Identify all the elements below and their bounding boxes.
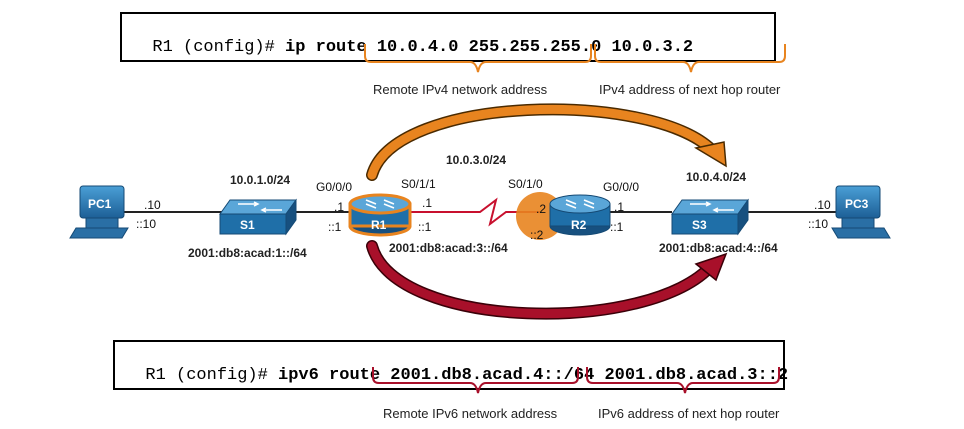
wan-ipv6-network: 2001:db8:acad:3::/64 [389,241,508,255]
r2-s-ipv4-host: .2 [536,202,547,216]
r2-label: R2 [571,218,587,232]
ipv4-nexthop-bracket [594,44,786,73]
lan4-ipv6-network: 2001:db8:acad:4::/64 [659,241,778,255]
switch-s3-icon [671,198,749,236]
ipv6-network-annotation: Remote IPv6 network address [383,406,558,421]
r1-s-ipv4-host: .1 [422,196,433,210]
r2-s-ipv6-host: ::2 [530,228,544,242]
pc3-label: PC3 [845,197,869,211]
r2-g-ipv4-host: .1 [614,200,625,214]
ipv4-network-bracket [364,44,592,73]
ipv4-nexthop-annotation: IPv4 address of next hop router [599,82,781,97]
pc1-icon [69,185,129,239]
r1-g-ipv6-host: ::1 [328,220,342,234]
ipv6-command-text: ipv6 route 2001.db8.acad.4::/64 2001.db8… [278,366,789,385]
ipv6-command-box: R1 (config)# ipv6 route 2001.db8.acad.4:… [113,340,789,390]
pc3-ipv6-host: ::10 [808,217,829,231]
pc1-ipv4-host: .10 [144,198,161,212]
pc3-ipv4-host: .10 [814,198,831,212]
lan4-ipv4-network: 10.0.4.0/24 [686,170,747,184]
ipv4-command-prompt: R1 (config)# [152,38,286,57]
switch-s1-icon [219,198,297,236]
ipv4-network-annotation: Remote IPv4 network address [373,82,548,97]
ipv4-route-arrow [366,103,727,181]
ipv6-network-bracket [372,367,579,394]
r1-g000-interface: G0/0/0 [316,180,353,194]
wan-ipv4-network: 10.0.3.0/24 [446,153,507,167]
router-r2-icon [549,194,611,236]
r1-label: R1 [371,218,387,232]
r1-s-ipv6-host: ::1 [418,220,432,234]
pc1-label: PC1 [88,197,112,211]
pc3-icon [831,185,891,239]
s1-label: S1 [240,218,255,232]
ipv6-route-arrow [366,240,728,320]
ipv6-nexthop-annotation: IPv6 address of next hop router [598,406,780,421]
r2-g-ipv6-host: ::1 [610,220,624,234]
ipv6-command-prompt: R1 (config)# [145,366,279,385]
s3-label: S3 [692,218,707,232]
r2-g000-interface: G0/0/0 [603,180,640,194]
r1-s011-interface: S0/1/1 [401,177,436,191]
router-r1-icon [348,193,412,237]
lan1-ipv6-network: 2001:db8:acad:1::/64 [188,246,307,260]
ipv4-command-text: ip route 10.0.4.0 255.255.255.0 10.0.3.2 [285,38,694,57]
ipv4-command-box: R1 (config)# ip route 10.0.4.0 255.255.2… [120,12,776,62]
r1-g-ipv4-host: .1 [334,200,345,214]
ipv6-nexthop-bracket [586,367,780,394]
serial-link-r1-r2 [408,197,540,227]
lan1-ipv4-network: 10.0.1.0/24 [230,173,291,187]
pc1-ipv6-host: ::10 [136,217,157,231]
r2-s010-interface: S0/1/0 [508,177,543,191]
